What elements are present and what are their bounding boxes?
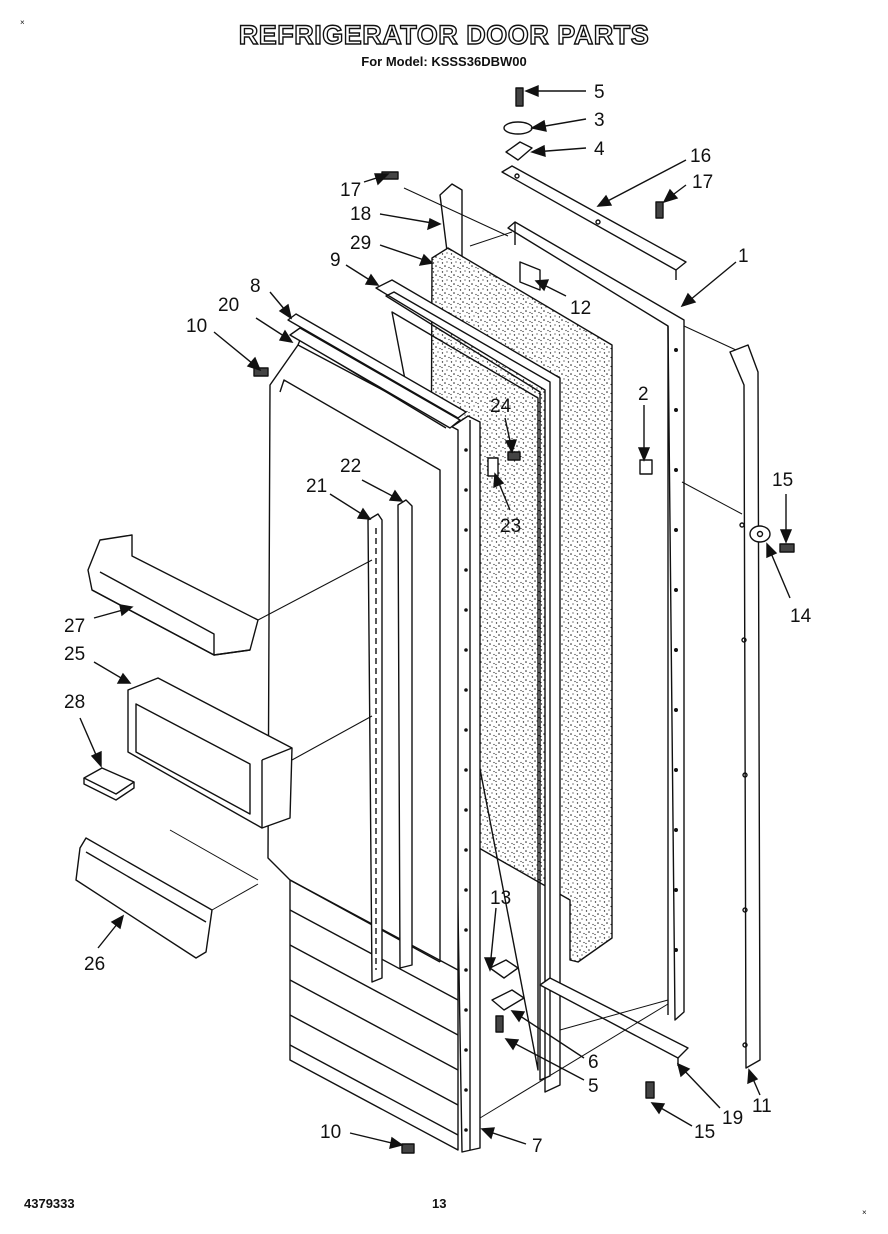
side-strip-part-11 <box>729 344 761 1069</box>
callout-2: 2 <box>638 384 649 405</box>
callout-20: 20 <box>218 295 239 316</box>
drip-tray-part-28 <box>83 767 135 801</box>
callout-25: 25 <box>64 644 85 665</box>
dispenser-housing-part-25 <box>127 677 293 829</box>
callout-labels: 5 3 4 16 17 17 18 29 1 9 8 20 12 10 24 2… <box>64 82 812 1157</box>
callout-21: 21 <box>306 476 327 497</box>
page-number: 13 <box>432 1196 447 1211</box>
callout-13: 13 <box>490 888 511 909</box>
callout-27: 27 <box>64 616 85 637</box>
callout-15: 15 <box>694 1122 715 1143</box>
callout-5: 5 <box>588 1076 599 1097</box>
callout-26: 26 <box>84 954 105 975</box>
hinge-part-6 <box>491 989 525 1011</box>
hinge-plate-part-4 <box>505 141 533 161</box>
door-bin-part-27 <box>87 534 259 656</box>
screw-icon <box>253 87 795 1154</box>
vertical-bar-part-21 <box>367 513 383 983</box>
callout-5: 5 <box>594 82 605 103</box>
inner-door-liner <box>267 339 459 1151</box>
hinge-part-3 <box>503 121 533 135</box>
assembly-connector-lines <box>169 187 743 1119</box>
callout-11: 11 <box>752 1096 772 1117</box>
hinge-part-13 <box>489 959 519 979</box>
document-number: 4379333 <box>24 1196 75 1211</box>
callout-3: 3 <box>594 110 605 131</box>
corner-mark: × <box>862 1208 867 1217</box>
callout-28: 28 <box>64 692 85 713</box>
callout-19: 19 <box>722 1108 743 1129</box>
callout-29: 29 <box>350 233 371 254</box>
callout-16: 16 <box>690 146 711 167</box>
callout-17: 17 <box>340 180 361 201</box>
leader-lines <box>79 84 793 1149</box>
clip-part-2 <box>639 459 653 475</box>
top-bracket-part-16 <box>501 165 687 280</box>
callout-14: 14 <box>790 606 812 627</box>
callout-18: 18 <box>350 204 371 225</box>
callout-15: 15 <box>772 470 793 491</box>
callout-6: 6 <box>588 1052 599 1073</box>
outer-frame-part-1 <box>507 221 685 1021</box>
washer-part-14 <box>749 525 771 543</box>
callout-8: 8 <box>250 276 261 297</box>
callout-9: 9 <box>330 250 341 271</box>
callout-24: 24 <box>490 396 512 417</box>
clip-part-12 <box>519 261 541 291</box>
clip-part-23 <box>487 457 499 477</box>
bottom-bracket-part-19 <box>539 977 689 1066</box>
callout-7: 7 <box>532 1136 543 1157</box>
page-title: REFRIGERATOR DOOR PARTS <box>238 19 650 50</box>
model-subtitle: For Model: KSSS36DBW00 <box>361 54 527 69</box>
callout-17: 17 <box>692 172 713 193</box>
callout-1: 1 <box>738 246 749 267</box>
callout-12: 12 <box>570 298 591 319</box>
corner-mark: × <box>20 18 25 27</box>
callout-10: 10 <box>320 1122 341 1143</box>
callout-4: 4 <box>594 139 605 160</box>
trim-cover-part-26 <box>75 837 213 959</box>
callout-10: 10 <box>186 316 207 337</box>
callout-22: 22 <box>340 456 361 477</box>
callout-23: 23 <box>500 516 521 537</box>
vertical-bar-part-22 <box>397 499 413 969</box>
top-trim-part-8-20 <box>287 313 467 429</box>
